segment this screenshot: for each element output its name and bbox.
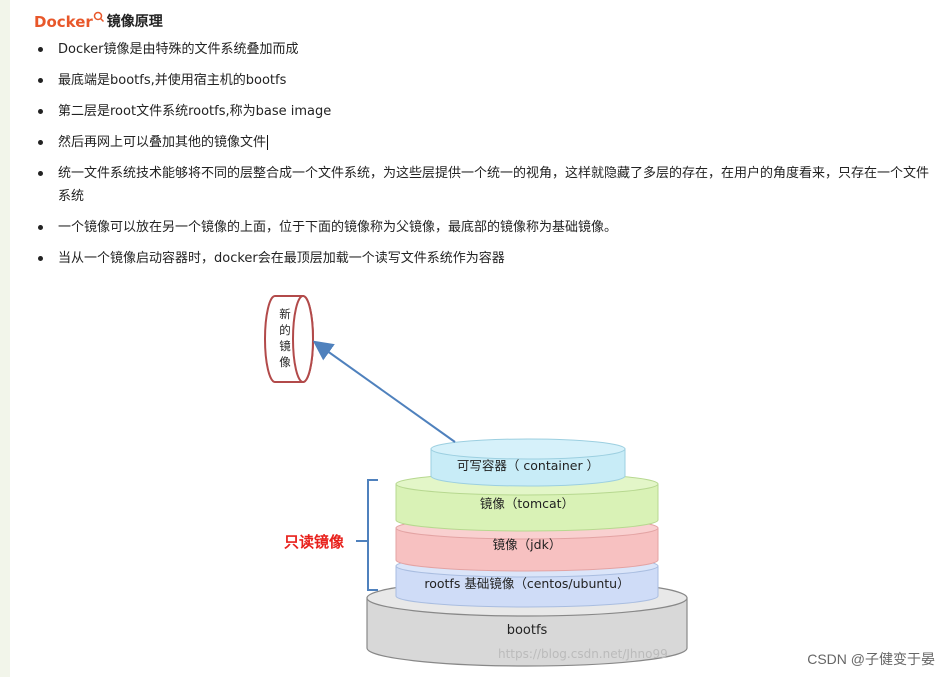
readonly-label: 只读镜像 — [284, 533, 345, 551]
list-item: 最底端是bootfs,并使用宿主机的bootfs — [36, 69, 931, 92]
readonly-bracket — [356, 479, 378, 591]
jdk-label: 镜像（jdk） — [493, 537, 562, 552]
tomcat-label: 镜像（tomcat） — [480, 496, 574, 511]
search-icon — [93, 11, 105, 31]
new-image-char: 镜 — [279, 339, 291, 353]
title-text: 镜像原理 — [106, 14, 163, 30]
list-item: 然后再网上可以叠加其他的镜像文件 — [36, 131, 931, 154]
list-item: 第二层是root文件系统rootfs,称为base image — [36, 100, 931, 123]
bootfs-label: bootfs — [507, 623, 548, 638]
new-image-char: 新 — [279, 307, 291, 321]
bullet-list: Docker镜像是由特殊的文件系统叠加而成 最底端是bootfs,并使用宿主机的… — [36, 38, 931, 278]
list-item: 统一文件系统技术能够将不同的层整合成一个文件系统，为这些层提供一个统一的视角，这… — [36, 162, 931, 208]
csdn-watermark: CSDN @子健变于晏 — [807, 651, 935, 667]
text-cursor — [267, 135, 269, 150]
list-item: 当从一个镜像启动容器时，docker会在最顶层加载一个读写文件系统作为容器 — [36, 247, 931, 270]
new-image-char: 的 — [279, 323, 291, 337]
list-item: Docker镜像是由特殊的文件系统叠加而成 — [36, 38, 931, 61]
container-label: 可写容器（ container ） — [457, 458, 599, 473]
section-title: Docker 镜像原理 — [34, 9, 163, 31]
list-item: 一个镜像可以放在另一个镜像的上面，位于下面的镜像称为父镜像，最底部的镜像称为基础… — [36, 216, 931, 239]
rootfs-label: rootfs 基础镜像（centos/ubuntu） — [424, 576, 629, 591]
container-layer: 可写容器（ container ） — [430, 438, 626, 487]
new-image-char: 像 — [279, 355, 291, 369]
title-brand: Docker — [34, 13, 93, 31]
image-watermark: https://blog.csdn.net/Jhno99 — [498, 647, 668, 661]
new-image-cylinder: 新 的 镜 像 — [264, 295, 314, 383]
left-margin-strip — [0, 0, 10, 677]
commit-arrow — [312, 340, 456, 443]
